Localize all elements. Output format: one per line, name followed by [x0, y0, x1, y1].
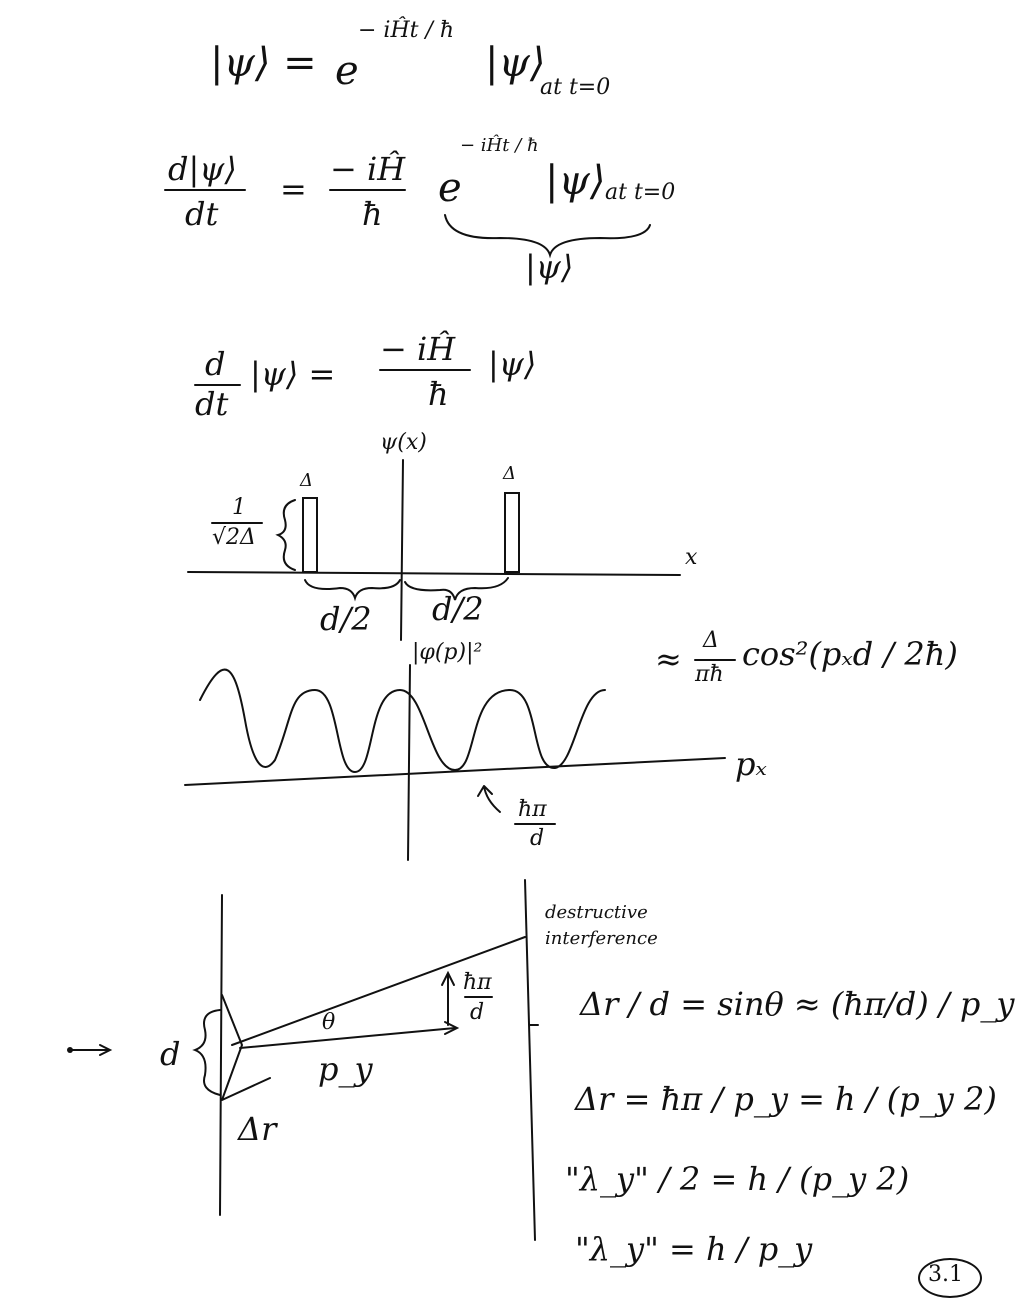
hpi-num: ħπ: [463, 970, 492, 995]
plot1-right-brace: [404, 577, 509, 601]
plot2-min-den: d: [530, 826, 545, 851]
eq2-equals: =: [280, 170, 307, 208]
plot1-height-den: √2Δ: [212, 525, 256, 550]
plot1-left-brace: [304, 579, 401, 602]
eq3-ket: |ψ⟩ =: [250, 355, 336, 393]
derivation-line-2: Δr = ħπ / p_y = h / (p_y 2): [575, 1080, 997, 1118]
plot1-y-axis: [400, 459, 404, 641]
formula-num: Δ: [703, 628, 719, 653]
plot1-left-half-sep: d/2: [320, 600, 372, 638]
particle-dot: [67, 1047, 73, 1053]
eq1-lhs: |ψ⟩ =: [210, 40, 317, 86]
underbrace: [444, 214, 651, 259]
eq2-exp-base: e: [438, 165, 462, 211]
plot1-right-pulse: [504, 492, 520, 573]
plot2-x-axis: [184, 757, 726, 786]
slit-separation-label: d: [160, 1035, 181, 1073]
plot1-left-pulse: [302, 497, 318, 573]
eq3-coef-num: − iĤ: [380, 330, 456, 368]
eq3-coef-den: ħ: [428, 375, 449, 413]
eq2-exponent: − iĤt / ħ: [460, 135, 539, 156]
py-momentum-arrow: [239, 1027, 456, 1049]
formula-tail: cos²(pₓd / 2ħ): [742, 635, 958, 673]
formula-den: πħ: [695, 662, 724, 687]
delta-r-label: Δr: [238, 1110, 277, 1148]
arrowhead: [99, 1044, 113, 1056]
plot1-height-num: 1: [232, 495, 246, 520]
plot1-right-width-label: Δ: [503, 463, 516, 484]
page-number-circle: [918, 1258, 982, 1298]
plot1-ylabel: ψ(x): [380, 430, 427, 455]
hpi-den: d: [470, 1000, 485, 1025]
eq1-rhs: |ψ⟩: [485, 40, 546, 86]
theta-label: θ: [322, 1010, 336, 1035]
plot2-y-axis: [407, 664, 411, 861]
slit-screen: [219, 894, 223, 1216]
eq2-lhs-den: dt: [185, 195, 219, 233]
ray-to-destructive-point: [231, 936, 526, 1046]
page-number: 3.1: [928, 1262, 963, 1287]
derivation-line-3: "λ_y" / 2 = h / (p_y 2): [565, 1160, 910, 1198]
eq2-subscript: at t=0: [605, 180, 676, 205]
eq3-lhs-num: d: [205, 345, 226, 383]
derivation-line-4: "λ_y" = h / p_y: [575, 1230, 813, 1268]
plot1-height-brace: [275, 499, 296, 571]
plot2-ylabel: |φ(p)|²: [412, 640, 483, 665]
d-brace: [192, 1009, 221, 1096]
plot1-right-half-sep: d/2: [432, 590, 484, 628]
derivation-line-1: Δr / d = sinθ ≈ (ħπ/d) / p_y: [580, 985, 1015, 1023]
eq1-subscript: at t=0: [540, 75, 611, 100]
plot1-xlabel: x: [685, 545, 698, 570]
plot1-left-width-label: Δ: [300, 470, 313, 491]
plot2-min-arrow: [477, 785, 501, 813]
eq2-rhs: |ψ⟩: [545, 158, 606, 204]
plot1-x-axis: [187, 571, 681, 576]
eq1-exp-base: e: [335, 48, 359, 94]
eq3-lhs-den: dt: [195, 385, 229, 423]
eq2-coef-den: ħ: [362, 195, 383, 233]
py-label: p_y: [318, 1050, 373, 1088]
plot2-xlabel: pₓ: [735, 745, 767, 783]
eq2-lhs-num: d|ψ⟩: [168, 150, 237, 188]
plot2-min-num: ħπ: [518, 797, 547, 822]
destructive-interference-note: destructive interference: [545, 902, 658, 949]
eq3-rhs: |ψ⟩: [488, 345, 537, 383]
formula-approx: ≈: [655, 640, 682, 678]
eq2-coef-num: − iĤ: [330, 150, 406, 188]
detector-screen: [524, 879, 536, 1241]
path-difference-triangle: [221, 994, 271, 1101]
plot2-curve: [199, 668, 606, 774]
transverse-arrowhead: [441, 970, 455, 986]
eq1-exponent: − iĤt / ħ: [358, 18, 455, 43]
